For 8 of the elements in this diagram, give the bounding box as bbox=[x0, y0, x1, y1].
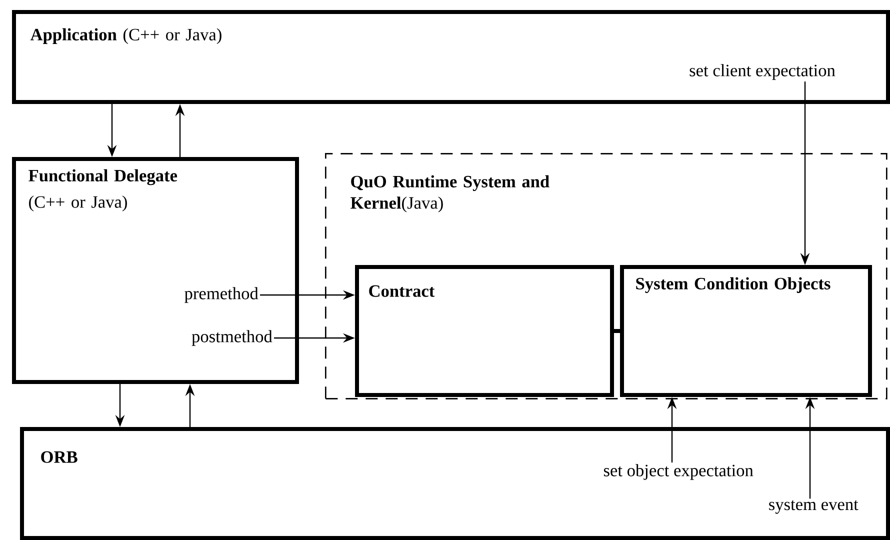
connector-line bbox=[614, 329, 620, 333]
annotation-text: premethod bbox=[184, 287, 258, 303]
annotation-text: set client expectation bbox=[690, 64, 836, 80]
annotation-text: system event bbox=[769, 500, 858, 514]
contract-box: Contract bbox=[355, 265, 614, 397]
annotation-text: set object expectation bbox=[604, 464, 754, 480]
annotation-text: postmethod bbox=[192, 330, 272, 346]
condition-objects-box: System Condition Objects bbox=[620, 265, 872, 397]
